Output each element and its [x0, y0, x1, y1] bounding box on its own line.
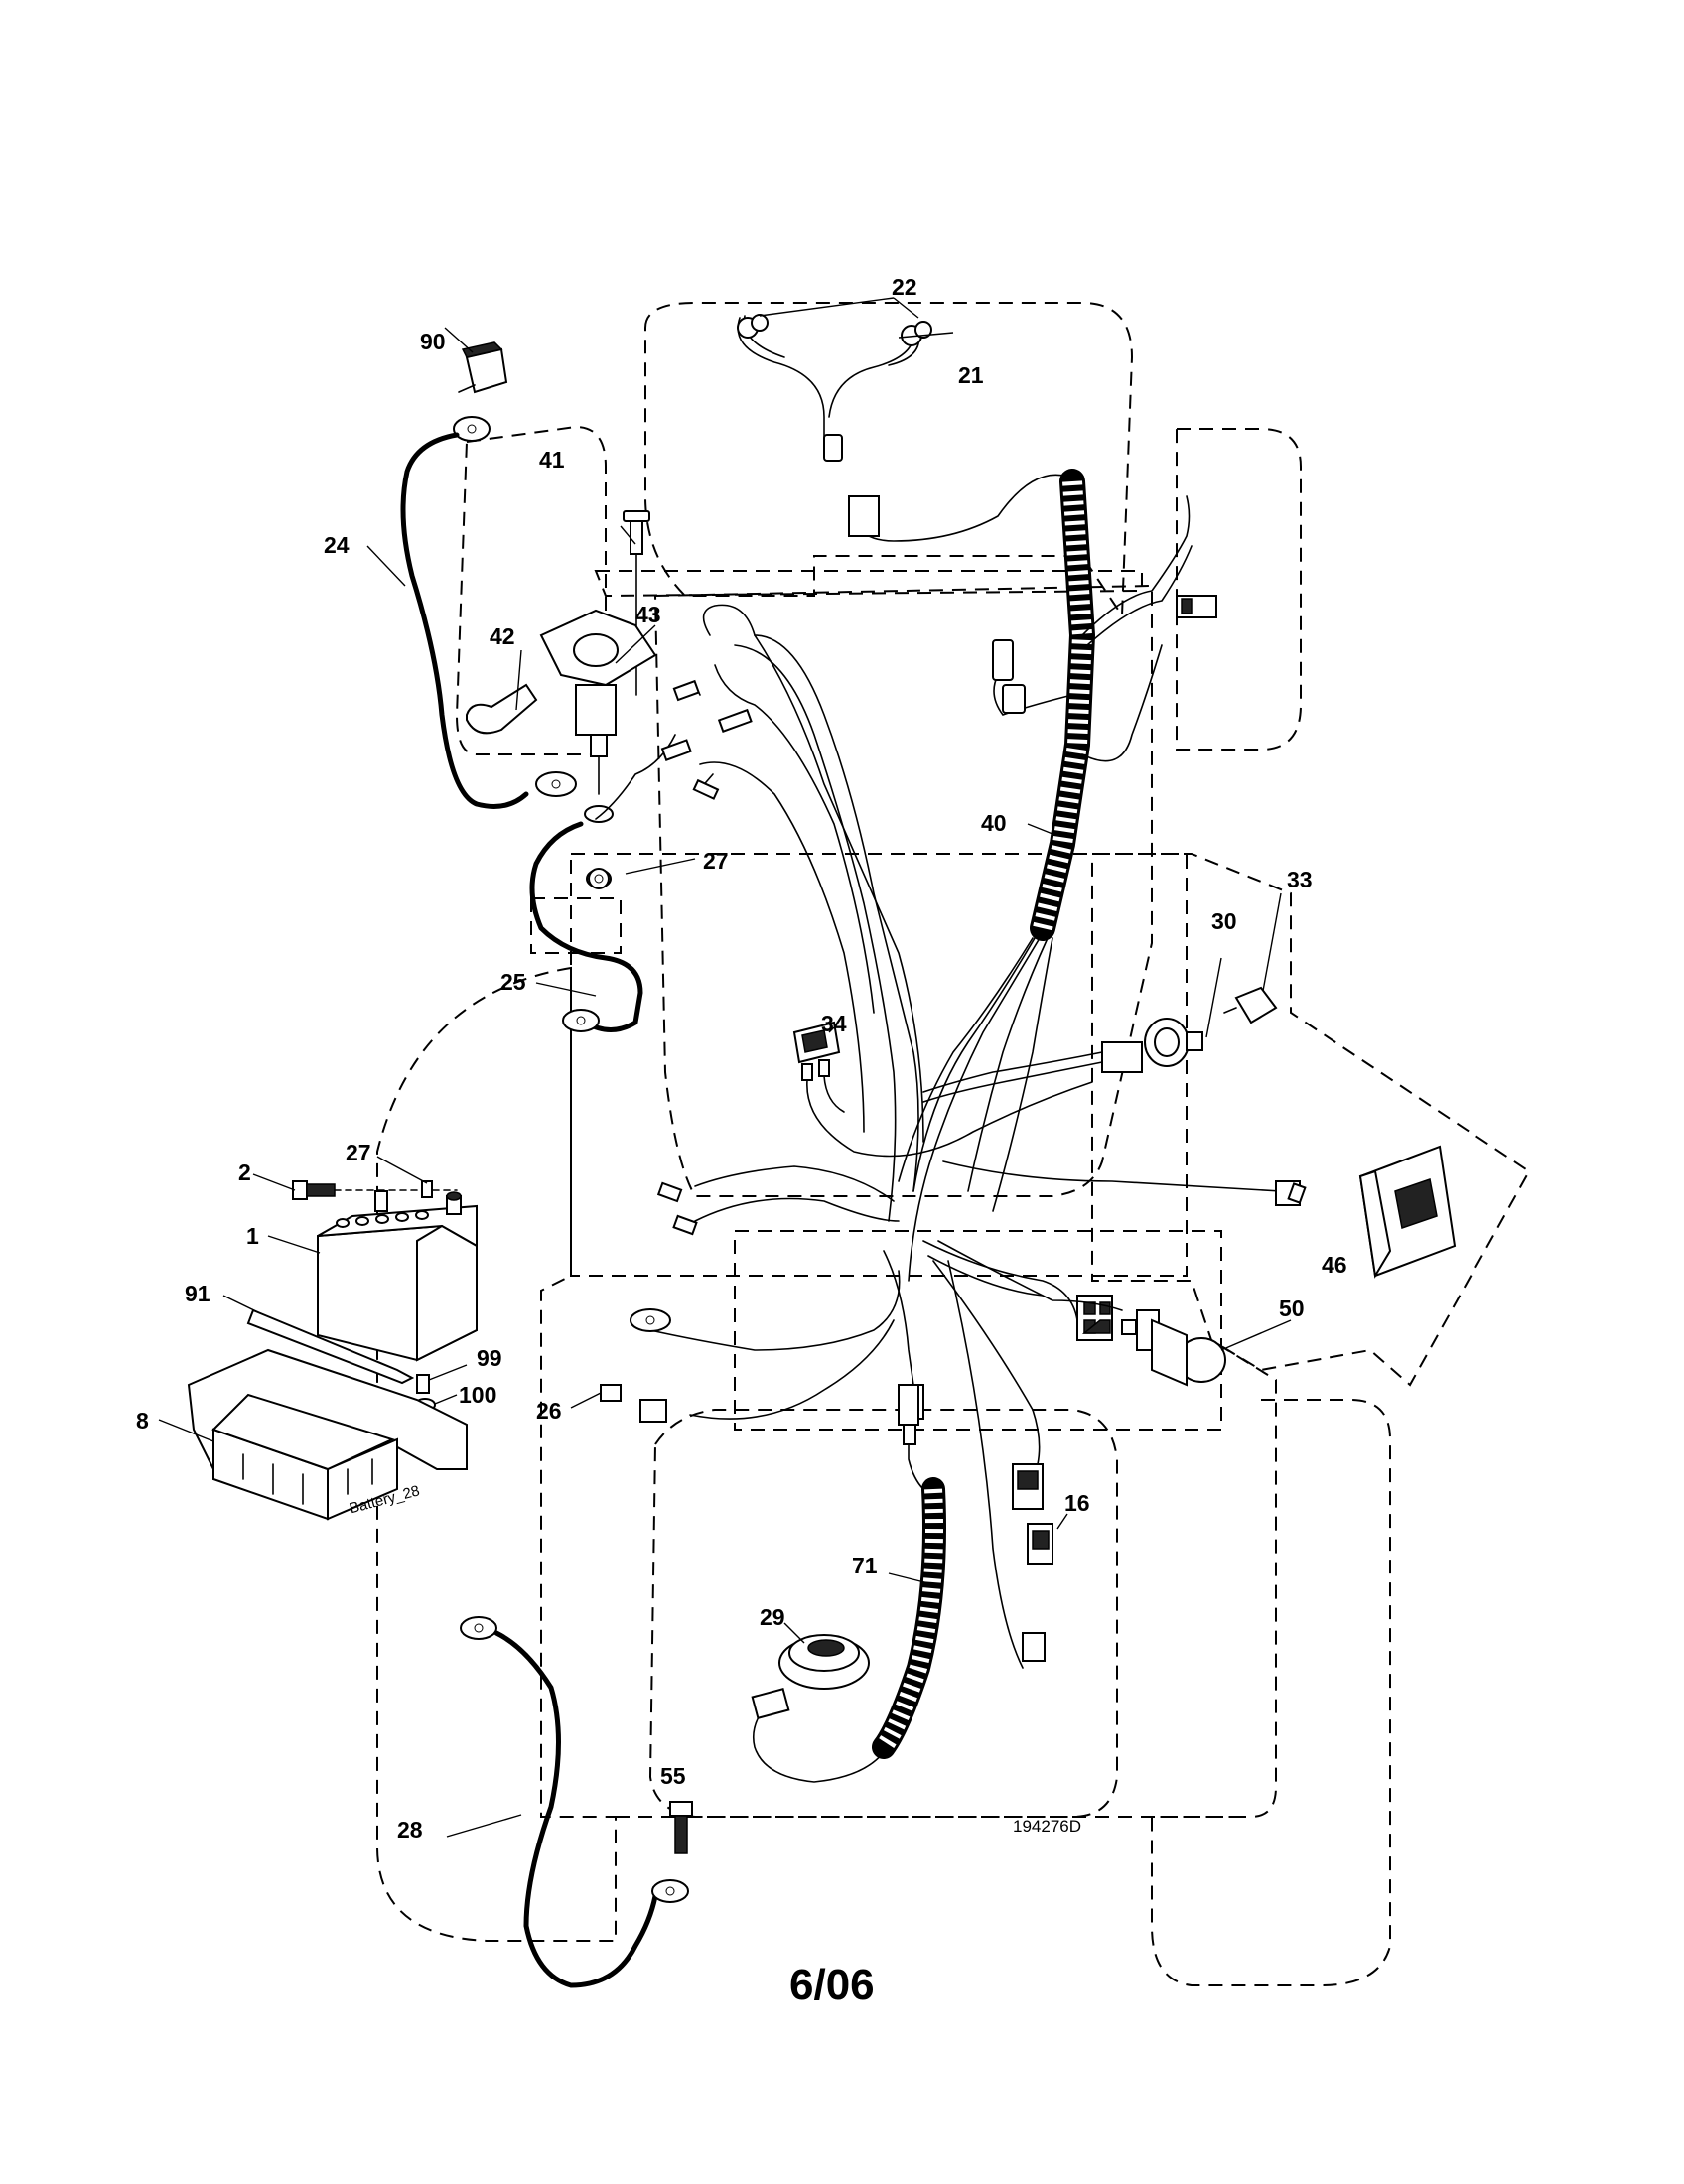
coil-cord-71 [751, 1384, 946, 1783]
main-wire-harness-40 [848, 469, 1217, 1282]
right-connector [942, 1160, 1307, 1206]
light-module-46 [1358, 1145, 1457, 1279]
callout-27-battery: 27 [346, 1140, 371, 1165]
center-wire-bundle [660, 604, 924, 1222]
hold-down-91 [222, 1295, 415, 1385]
cable-28 [446, 1616, 689, 1988]
callout-55: 55 [660, 1763, 686, 1789]
callout-28: 28 [397, 1817, 423, 1843]
callout-21: 21 [958, 362, 984, 388]
battery-1 [267, 1190, 478, 1362]
callout-24: 24 [324, 532, 350, 558]
nut-27 [376, 1156, 433, 1198]
callout-71: 71 [852, 1553, 878, 1578]
callout-40: 40 [981, 810, 1007, 836]
callout-27-top: 27 [703, 848, 729, 874]
date-code: 6/06 [789, 1961, 875, 2009]
battery-tray-8 [158, 1348, 468, 1521]
headlight-harness [737, 297, 954, 462]
callout-30: 30 [1211, 908, 1237, 934]
washer-27 [588, 868, 610, 889]
callout-25: 25 [500, 969, 526, 995]
callout-42: 42 [490, 623, 515, 649]
callout-50: 50 [1279, 1296, 1305, 1321]
bolt-55 [669, 1801, 693, 1854]
callout-16: 16 [1064, 1490, 1090, 1516]
callout-2: 2 [238, 1160, 251, 1185]
callout-91: 91 [185, 1281, 210, 1306]
ignition-switch-30 [922, 957, 1222, 1103]
callout-26: 26 [536, 1398, 562, 1424]
part-33 [1223, 892, 1282, 1024]
callout-41: 41 [539, 447, 565, 473]
callout-34: 34 [821, 1011, 847, 1036]
callout-22: 22 [892, 274, 917, 300]
callout-8: 8 [136, 1408, 149, 1433]
switch-34 [792, 1021, 1093, 1158]
callout-29: 29 [760, 1604, 785, 1630]
terminal-boot-90 [444, 327, 508, 394]
right-lower-harness [922, 1240, 1292, 1669]
cable-24 [366, 416, 577, 809]
part-29 [778, 1622, 870, 1690]
callout-46: 46 [1322, 1252, 1347, 1278]
tractor-outline [376, 302, 1531, 1986]
callout-90: 90 [420, 329, 446, 354]
callout-1: 1 [246, 1223, 259, 1249]
callout-33: 33 [1287, 867, 1313, 892]
left-lower-wires [570, 1165, 924, 1423]
bolt-99 [416, 1364, 468, 1394]
callout-99: 99 [477, 1345, 502, 1371]
bolt-2 [252, 1173, 458, 1200]
drawing-number: 194276D [1013, 1817, 1082, 1836]
callout-100: 100 [459, 1382, 497, 1408]
starter-solenoid-43 [466, 510, 696, 888]
callout-43: 43 [635, 602, 661, 627]
